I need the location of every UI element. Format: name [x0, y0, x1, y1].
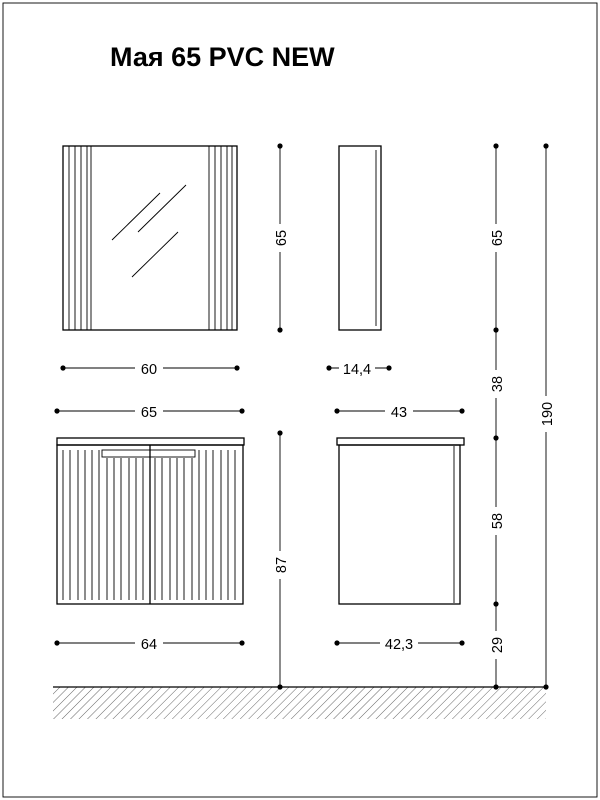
mirror-front-view: [62, 145, 238, 331]
dim-label-mirror-height: 65: [274, 230, 290, 246]
dim-label-vanity-body-depth: 42,3: [385, 637, 413, 653]
mirror-side-outline: [338, 145, 382, 331]
dim-vanity-top-depth: 43: [334, 402, 465, 421]
dim-label-cabinet-height: 58: [490, 513, 506, 529]
dim-vanity-body-depth: 42,3: [334, 634, 465, 653]
floor-hatching: [53, 687, 546, 719]
dim-mirror-width: 60: [60, 359, 240, 378]
mirror-glare-line: [111, 192, 161, 241]
dim-vanity-top-width: 65: [54, 402, 245, 421]
dim-label-floor-clearance: 29: [490, 637, 506, 653]
vanity-handle-recess: [101, 449, 196, 458]
dim-label-vanity-top-depth: 43: [391, 405, 407, 421]
dim-label-mirror-height-right: 65: [490, 230, 506, 246]
mirror-glare-line: [131, 231, 179, 278]
dim-total-height: 190: [537, 143, 556, 690]
dim-vanity-body-width: 64: [54, 634, 245, 653]
vanity-countertop: [56, 437, 245, 446]
vanity-side-view: [336, 437, 465, 605]
dim-vanity-height: 87: [271, 430, 290, 690]
dim-stacked-heights: 65 38 58 29: [487, 143, 506, 690]
floor: [53, 686, 546, 719]
vanity-side-body: [338, 444, 461, 605]
dim-label-gap-height: 38: [490, 376, 506, 392]
dim-label-vanity-body-width: 64: [141, 637, 157, 653]
vanity-front-view: [56, 437, 245, 605]
drawing-title: Мая 65 PVC NEW: [110, 42, 335, 72]
dim-mirror-depth: 14,4: [326, 359, 392, 378]
mirror-glare-line: [137, 184, 187, 233]
mirror-side-view: [338, 145, 382, 331]
mirror-right-slats: [208, 146, 233, 330]
dim-label-total-height: 190: [540, 402, 556, 426]
mirror-left-slats: [68, 146, 92, 330]
dim-label-vanity-top-width: 65: [141, 405, 157, 421]
vanity-side-countertop: [336, 437, 465, 446]
dim-label-mirror-width: 60: [141, 362, 157, 378]
dim-label-mirror-depth: 14,4: [343, 362, 371, 378]
vanity-door-slats: [62, 450, 236, 600]
mirror-outline: [62, 145, 238, 331]
dim-mirror-height: 65: [271, 143, 290, 333]
dim-label-vanity-height: 87: [274, 557, 290, 573]
